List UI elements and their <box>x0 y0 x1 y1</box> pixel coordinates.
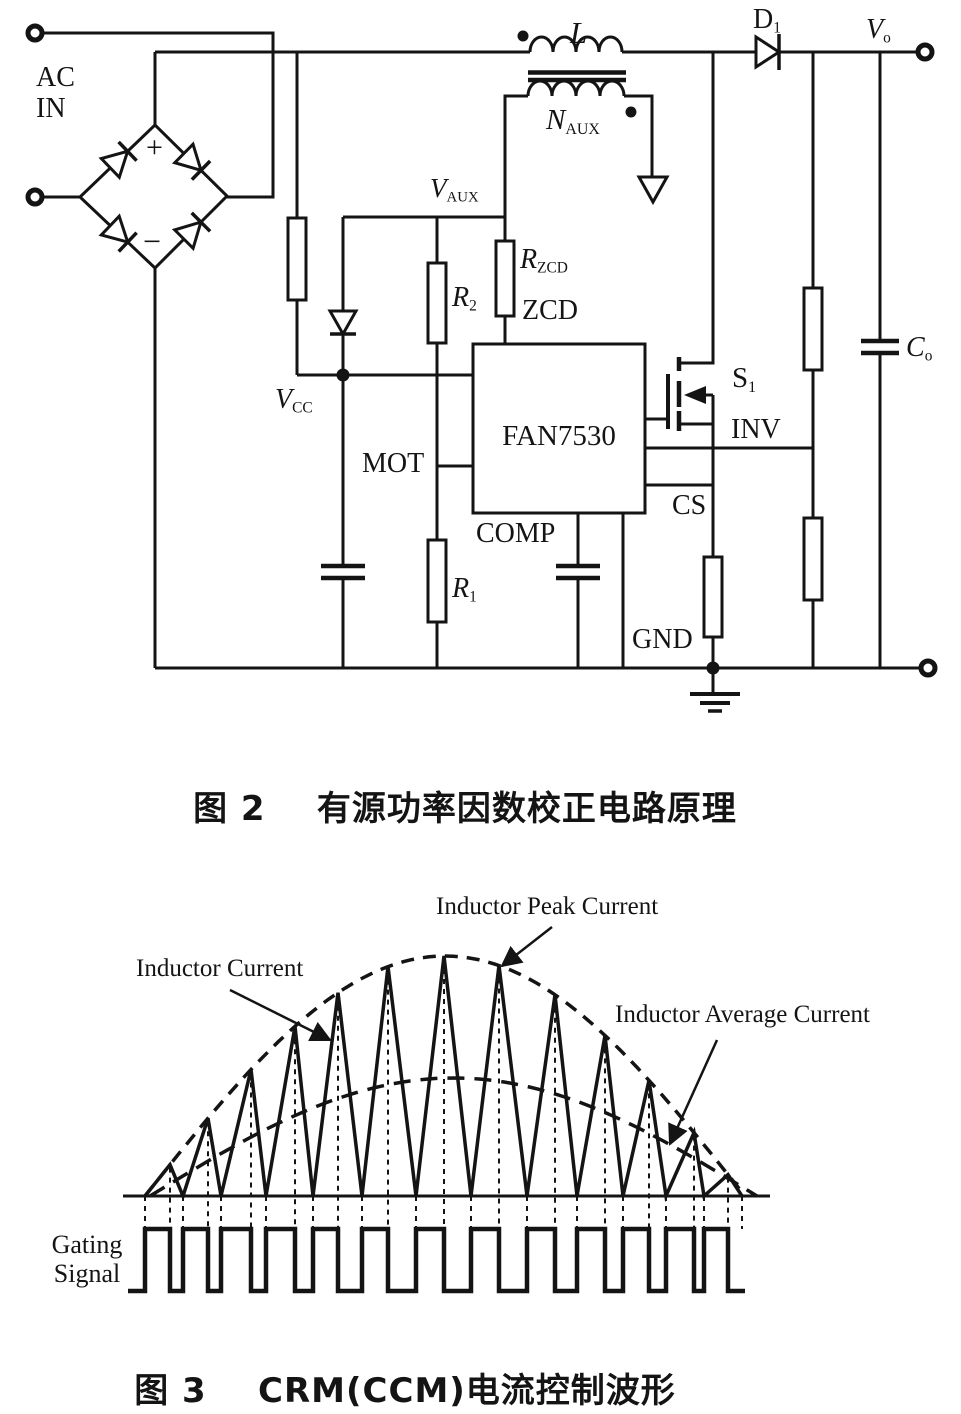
waveform-traces <box>128 954 758 1294</box>
polarity-dot-primary-icon <box>517 30 529 42</box>
boost-diode-d1-icon <box>754 34 782 70</box>
core-bars-icon <box>528 70 626 83</box>
cs-pin-label: CS <box>672 490 707 521</box>
bridge-rectifier <box>98 140 212 253</box>
output-terminal-negative <box>918 658 938 678</box>
mot-pin-label: MOT <box>362 448 425 479</box>
average-current-arrow <box>668 1039 719 1146</box>
peak-current-arrow <box>500 926 553 968</box>
resistor-r1-icon <box>426 538 448 624</box>
vcc-diode-icon <box>327 309 359 338</box>
co-label: Co <box>906 332 933 365</box>
circuit-wires <box>35 31 928 693</box>
bridge-diode-top-left-icon <box>98 149 130 181</box>
capacitors <box>321 338 899 581</box>
inductor-current-annotation: Inductor Current <box>136 955 304 982</box>
crm-waveform-plot <box>123 926 770 1294</box>
ac-terminal-top <box>25 23 45 43</box>
r1-label: R1 <box>452 573 477 606</box>
divider-resistor-upper-icon <box>802 286 824 372</box>
figure2-caption: 图 2 有源功率因数校正电路原理 <box>193 789 737 829</box>
s1-label: S1 <box>732 362 757 396</box>
ac-terminal-bottom <box>25 187 45 207</box>
mosfet-s1 <box>666 357 706 431</box>
sense-resistor-icon <box>702 555 724 639</box>
inductor-label: L <box>570 15 588 50</box>
aux-winding-label: NAUX <box>546 104 600 138</box>
boost-inductor <box>517 30 670 206</box>
inv-pin-label: INV <box>731 414 781 445</box>
d1-label: D1 <box>753 4 781 37</box>
divider-resistor-lower-icon <box>802 516 824 602</box>
bridge-diode-bottom-left-icon <box>98 213 130 245</box>
bridge-diode-top-right-icon <box>171 141 204 173</box>
rzcd-label: RZCD <box>520 244 568 277</box>
vcc-capacitor-icon <box>321 563 365 581</box>
inductor-coil-icon <box>528 35 624 53</box>
resistor-r2-icon <box>426 261 448 345</box>
average-current-annotation: Inductor Average Current <box>615 1001 870 1028</box>
r2-label: R2 <box>452 282 477 315</box>
ground-symbol <box>690 692 740 713</box>
vo-label: Vo <box>866 14 891 47</box>
comp-capacitor-icon <box>556 563 600 581</box>
diodes <box>327 34 782 338</box>
vcc-label: VCC <box>275 384 313 417</box>
aux-winding-coil-icon <box>526 79 626 97</box>
gnd-junction-dot <box>706 661 720 675</box>
gnd-pin-label: GND <box>632 624 693 655</box>
bridge-plus-label: + <box>146 131 163 164</box>
aux-ground-triangle-icon <box>636 175 670 206</box>
bridge-diode-bottom-right-icon <box>171 219 204 252</box>
output-capacitor-icon <box>861 338 899 356</box>
resistor-rzcd-icon <box>494 239 516 318</box>
vaux-label: VAUX <box>430 173 479 206</box>
output-terminal-positive <box>915 42 935 62</box>
polarity-dot-aux-icon <box>625 106 637 118</box>
vcc-junction-dot <box>336 368 350 382</box>
controller-ic-label: FAN7530 <box>502 420 616 452</box>
figure3-caption: 图 3 CRM(CCM)电流控制波形 <box>134 1371 676 1411</box>
startup-resistor-icon <box>286 216 308 302</box>
zcd-pin-label: ZCD <box>522 295 578 326</box>
bridge-minus-label: − <box>143 223 162 259</box>
controller-ic-box <box>471 342 647 515</box>
annotation-arrows <box>229 926 719 1146</box>
peak-current-annotation: Inductor Peak Current <box>436 893 659 920</box>
inductor-current-arrow <box>229 988 332 1042</box>
comp-pin-label: COMP <box>476 518 556 549</box>
resistors <box>286 216 824 639</box>
pfc-circuit-diagram <box>25 23 938 713</box>
body-arrow-icon <box>684 386 706 404</box>
